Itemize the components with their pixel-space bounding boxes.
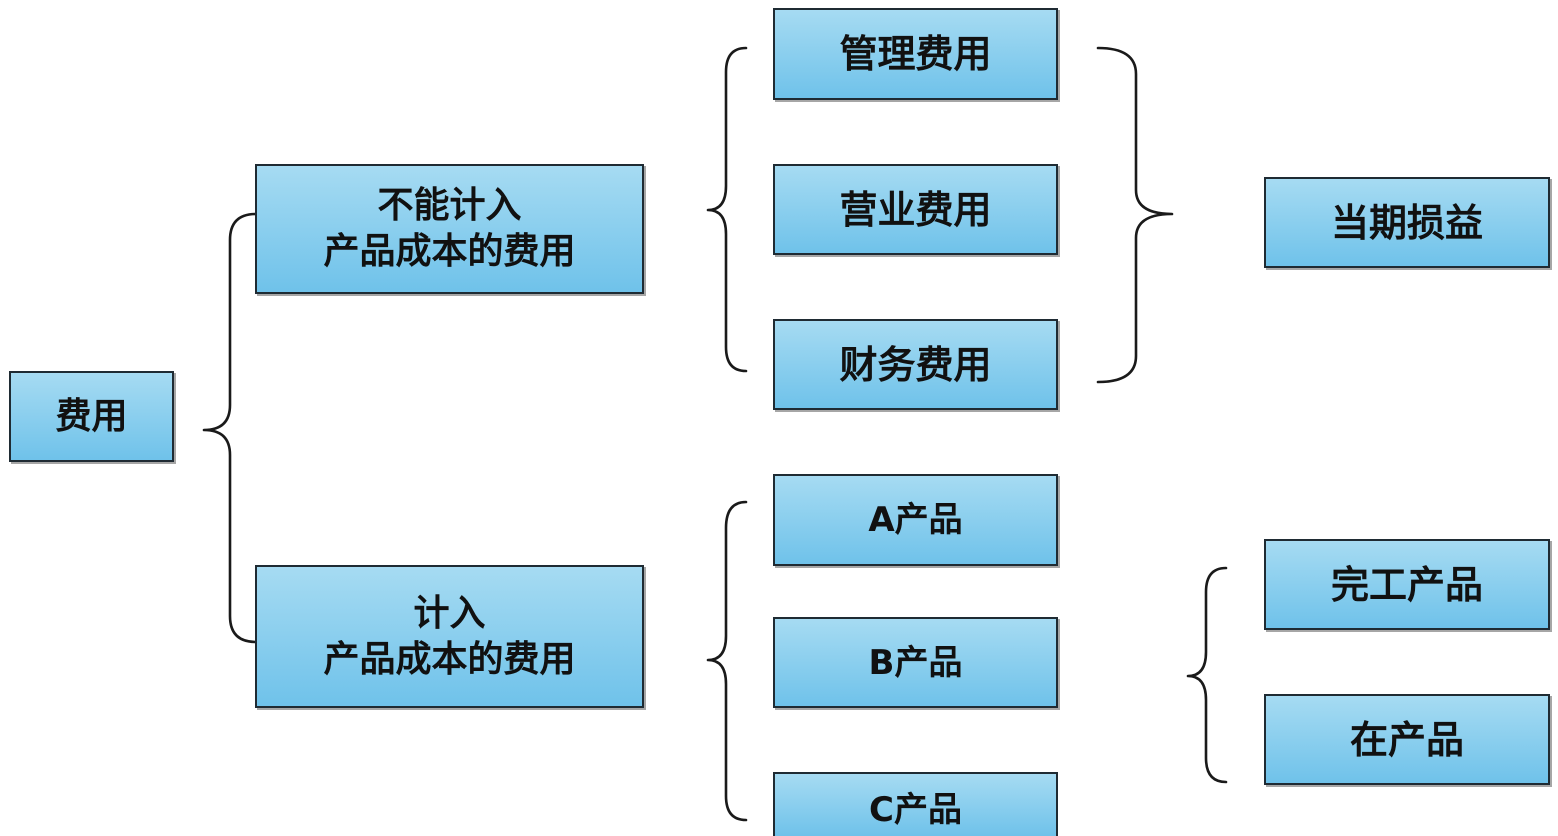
node-included-line1: 计入 (413, 592, 486, 634)
node-root-expense: 费用 (9, 371, 174, 462)
node-product-c: C产品 (773, 772, 1058, 836)
node-selling-expense-label: 营业费用 (839, 187, 992, 232)
bracket-products (706, 500, 748, 822)
node-product-b-label: B产品 (868, 642, 963, 683)
node-product-c-label: C产品 (869, 790, 962, 830)
bracket-to-period-pnl (1096, 46, 1174, 384)
bracket-root (202, 212, 258, 644)
node-not-included-line2: 产品成本的费用 (323, 231, 576, 272)
node-period-pnl: 当期损益 (1264, 177, 1550, 268)
node-admin-expense: 管理费用 (773, 8, 1058, 100)
node-finished-goods: 完工产品 (1264, 539, 1550, 630)
node-product-a-label: A产品 (868, 500, 963, 540)
node-period-pnl-label: 当期损益 (1330, 200, 1483, 245)
node-not-included-line1: 不能计入 (377, 185, 522, 226)
node-finance-expense: 财务费用 (773, 319, 1058, 410)
node-root-label: 费用 (55, 395, 128, 437)
node-product-a: A产品 (773, 474, 1058, 566)
bracket-finished-wip (1186, 566, 1228, 784)
node-finance-expense-label: 财务费用 (839, 342, 992, 387)
node-selling-expense: 营业费用 (773, 164, 1058, 255)
node-finished-goods-label: 完工产品 (1330, 562, 1483, 607)
node-included-line2: 产品成本的费用 (323, 638, 576, 680)
node-included-in-cost: 计入 产品成本的费用 (255, 565, 644, 708)
node-admin-expense-label: 管理费用 (839, 32, 992, 76)
bracket-expense-types (706, 46, 748, 373)
node-work-in-progress: 在产品 (1264, 694, 1550, 785)
node-not-included-in-cost: 不能计入 产品成本的费用 (255, 164, 644, 294)
node-product-b: B产品 (773, 617, 1058, 708)
node-wip-label: 在产品 (1349, 717, 1464, 762)
